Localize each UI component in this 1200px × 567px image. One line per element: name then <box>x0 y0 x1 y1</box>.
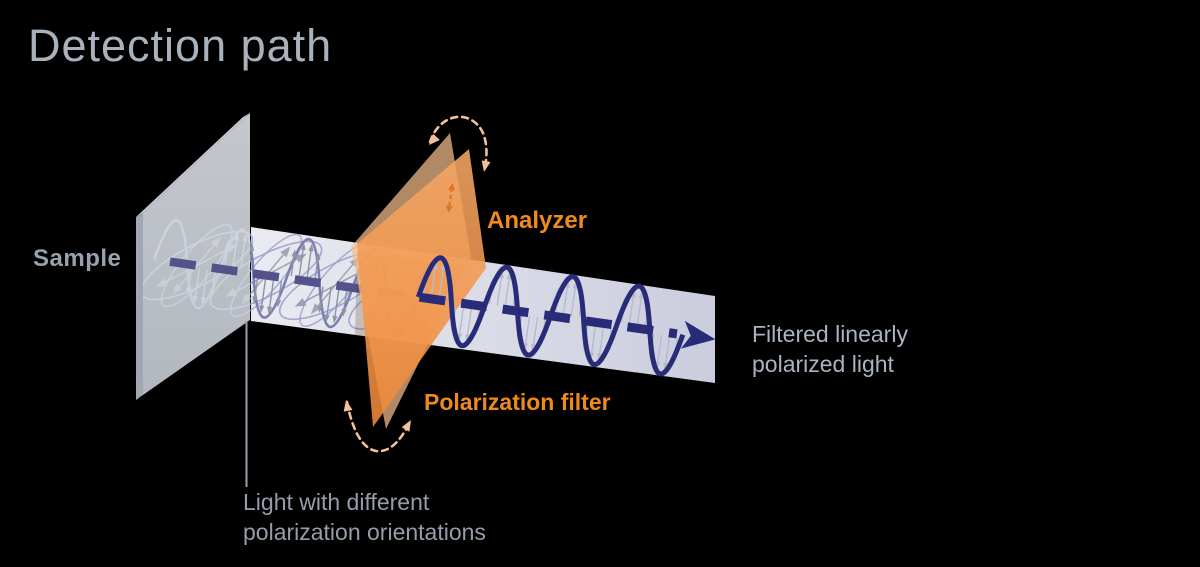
incoming-light-label: Light with different polarization orient… <box>243 487 486 547</box>
propagation-arrowhead <box>680 320 716 349</box>
analyzer-label: Analyzer <box>487 207 588 234</box>
filtered-light-wave <box>415 255 716 377</box>
sample-plate <box>136 113 250 400</box>
rotation-arrow-top <box>425 115 491 173</box>
incoming-light-label-line1: Light with different <box>243 489 430 515</box>
filtered-light-label-line2: polarized light <box>752 351 894 377</box>
filter-planes <box>351 133 486 429</box>
filter-axis-arrow <box>445 183 456 213</box>
sample-label: Sample <box>33 245 122 272</box>
page-title: Detection path <box>28 20 333 71</box>
filtered-light-label: Filtered linearly polarized light <box>752 319 908 379</box>
incoming-light-label-line2: polarization orientations <box>243 519 486 545</box>
propagation-line-filtered <box>418 292 678 339</box>
polarization-filter-label: Polarization filter <box>424 389 611 415</box>
rotation-arrow-bottom <box>341 399 415 453</box>
filtered-light-label-line1: Filtered linearly <box>752 321 908 347</box>
